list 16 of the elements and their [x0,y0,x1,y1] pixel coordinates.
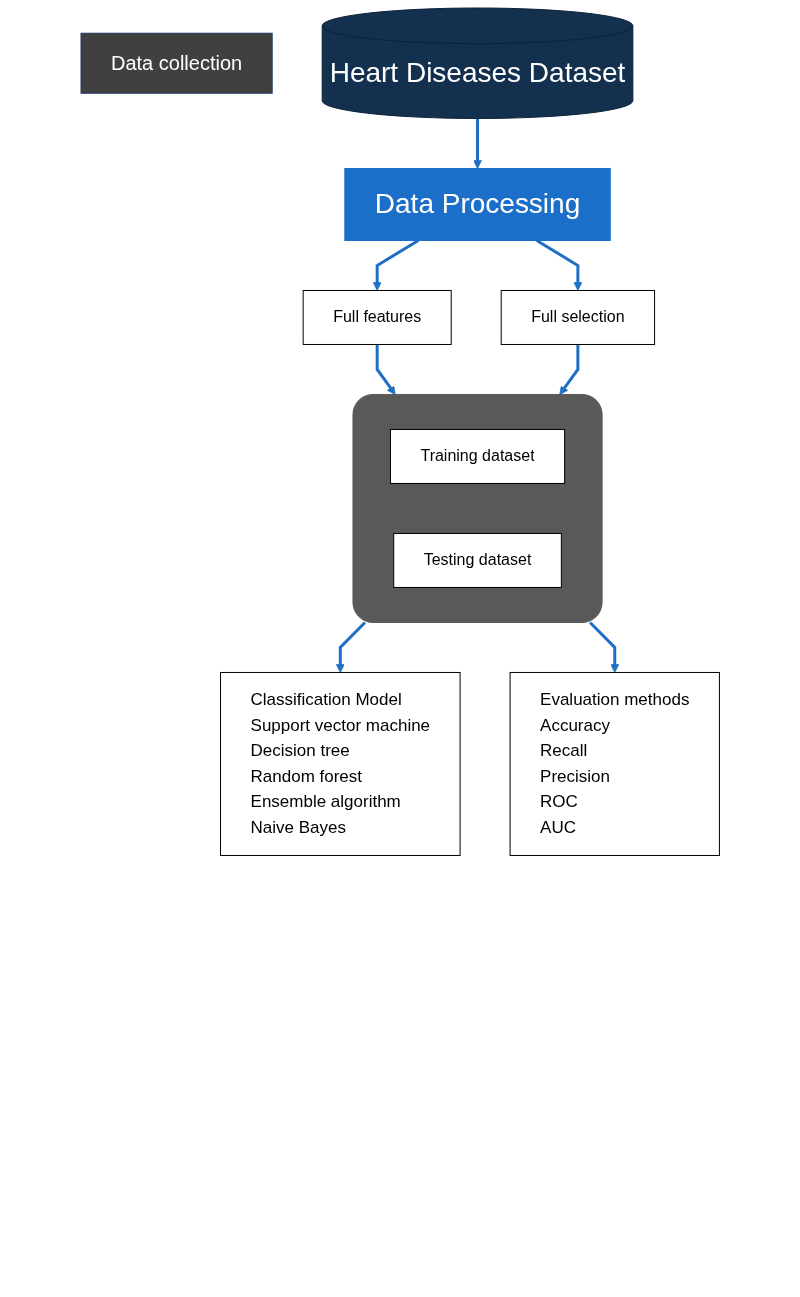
arrow [535,239,583,291]
arrow [372,239,419,291]
arrow [375,344,396,395]
arrow [588,621,619,673]
arrow [559,344,580,395]
node-box: Classification Model Support vector machine Decision tree Random forest Ensemble algorithm Naive Bayes [219,671,461,856]
node-box: Evaluation methods Accuracy Recall Precision ROC AUC [509,671,720,856]
arrow [472,118,482,169]
node-box: Training dataset [389,429,565,484]
node-box: Testing dataset [393,532,562,588]
node-box: Full features [302,290,452,345]
arrow [335,621,366,673]
node-box: Data Processing [344,168,611,241]
cluster [352,394,603,623]
node-box: Full selection [500,290,655,345]
node-box: Data collection [80,32,273,94]
